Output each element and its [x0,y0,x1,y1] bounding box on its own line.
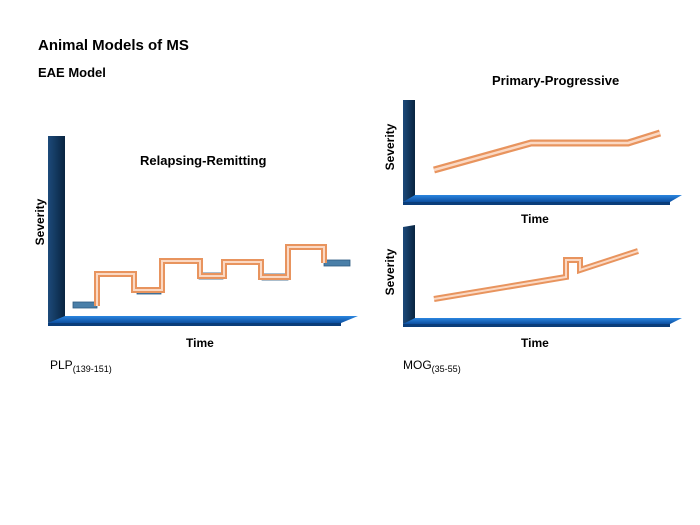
pp-upper-course-line [433,129,662,174]
pp-panel-title: Primary-Progressive [492,73,620,88]
rr-axes [48,136,358,326]
remission-block [72,301,98,309]
rr-antigen-name: PLP [50,358,73,372]
pp-upper-x-axis-label: Time [521,212,549,226]
slide-subtitle: EAE Model [38,65,106,80]
pp-antigen-subscript: (35-55) [431,364,461,374]
rr-antigen-subscript: (139-151) [72,364,112,374]
pp-upper-y-axis-wall [403,100,415,202]
rr-remission-blocks [72,259,351,309]
pp-lower-x-axis-label: Time [521,336,549,350]
rr-panel-title: Relapsing-Remitting [140,153,267,168]
rr-x-axis-label: Time [186,336,214,350]
pp-upper-y-axis-label: Severity [383,123,397,171]
pp-antigen-label: MOG(35-55) [403,358,461,374]
rr-antigen-label: PLP(139-151) [50,358,112,374]
rr-course-line [94,244,327,306]
rr-y-axis-label: Severity [33,198,47,246]
pp-lower-y-axis-wall [403,225,415,324]
pp-antigen-name: MOG [403,358,432,372]
rr-x-axis-floor [48,316,358,323]
pp-upper-axes [403,100,682,205]
pp-lower-course-line [433,248,639,302]
pp-lower-y-axis-label: Severity [383,248,397,296]
pp-upper-x-axis-floor [403,195,682,202]
pp-lower-axes [403,225,682,327]
pp-lower-x-axis-floor [403,318,682,324]
remission-block [323,259,351,267]
rr-y-axis-wall [48,136,65,323]
slide-title: Animal Models of MS [38,37,189,54]
